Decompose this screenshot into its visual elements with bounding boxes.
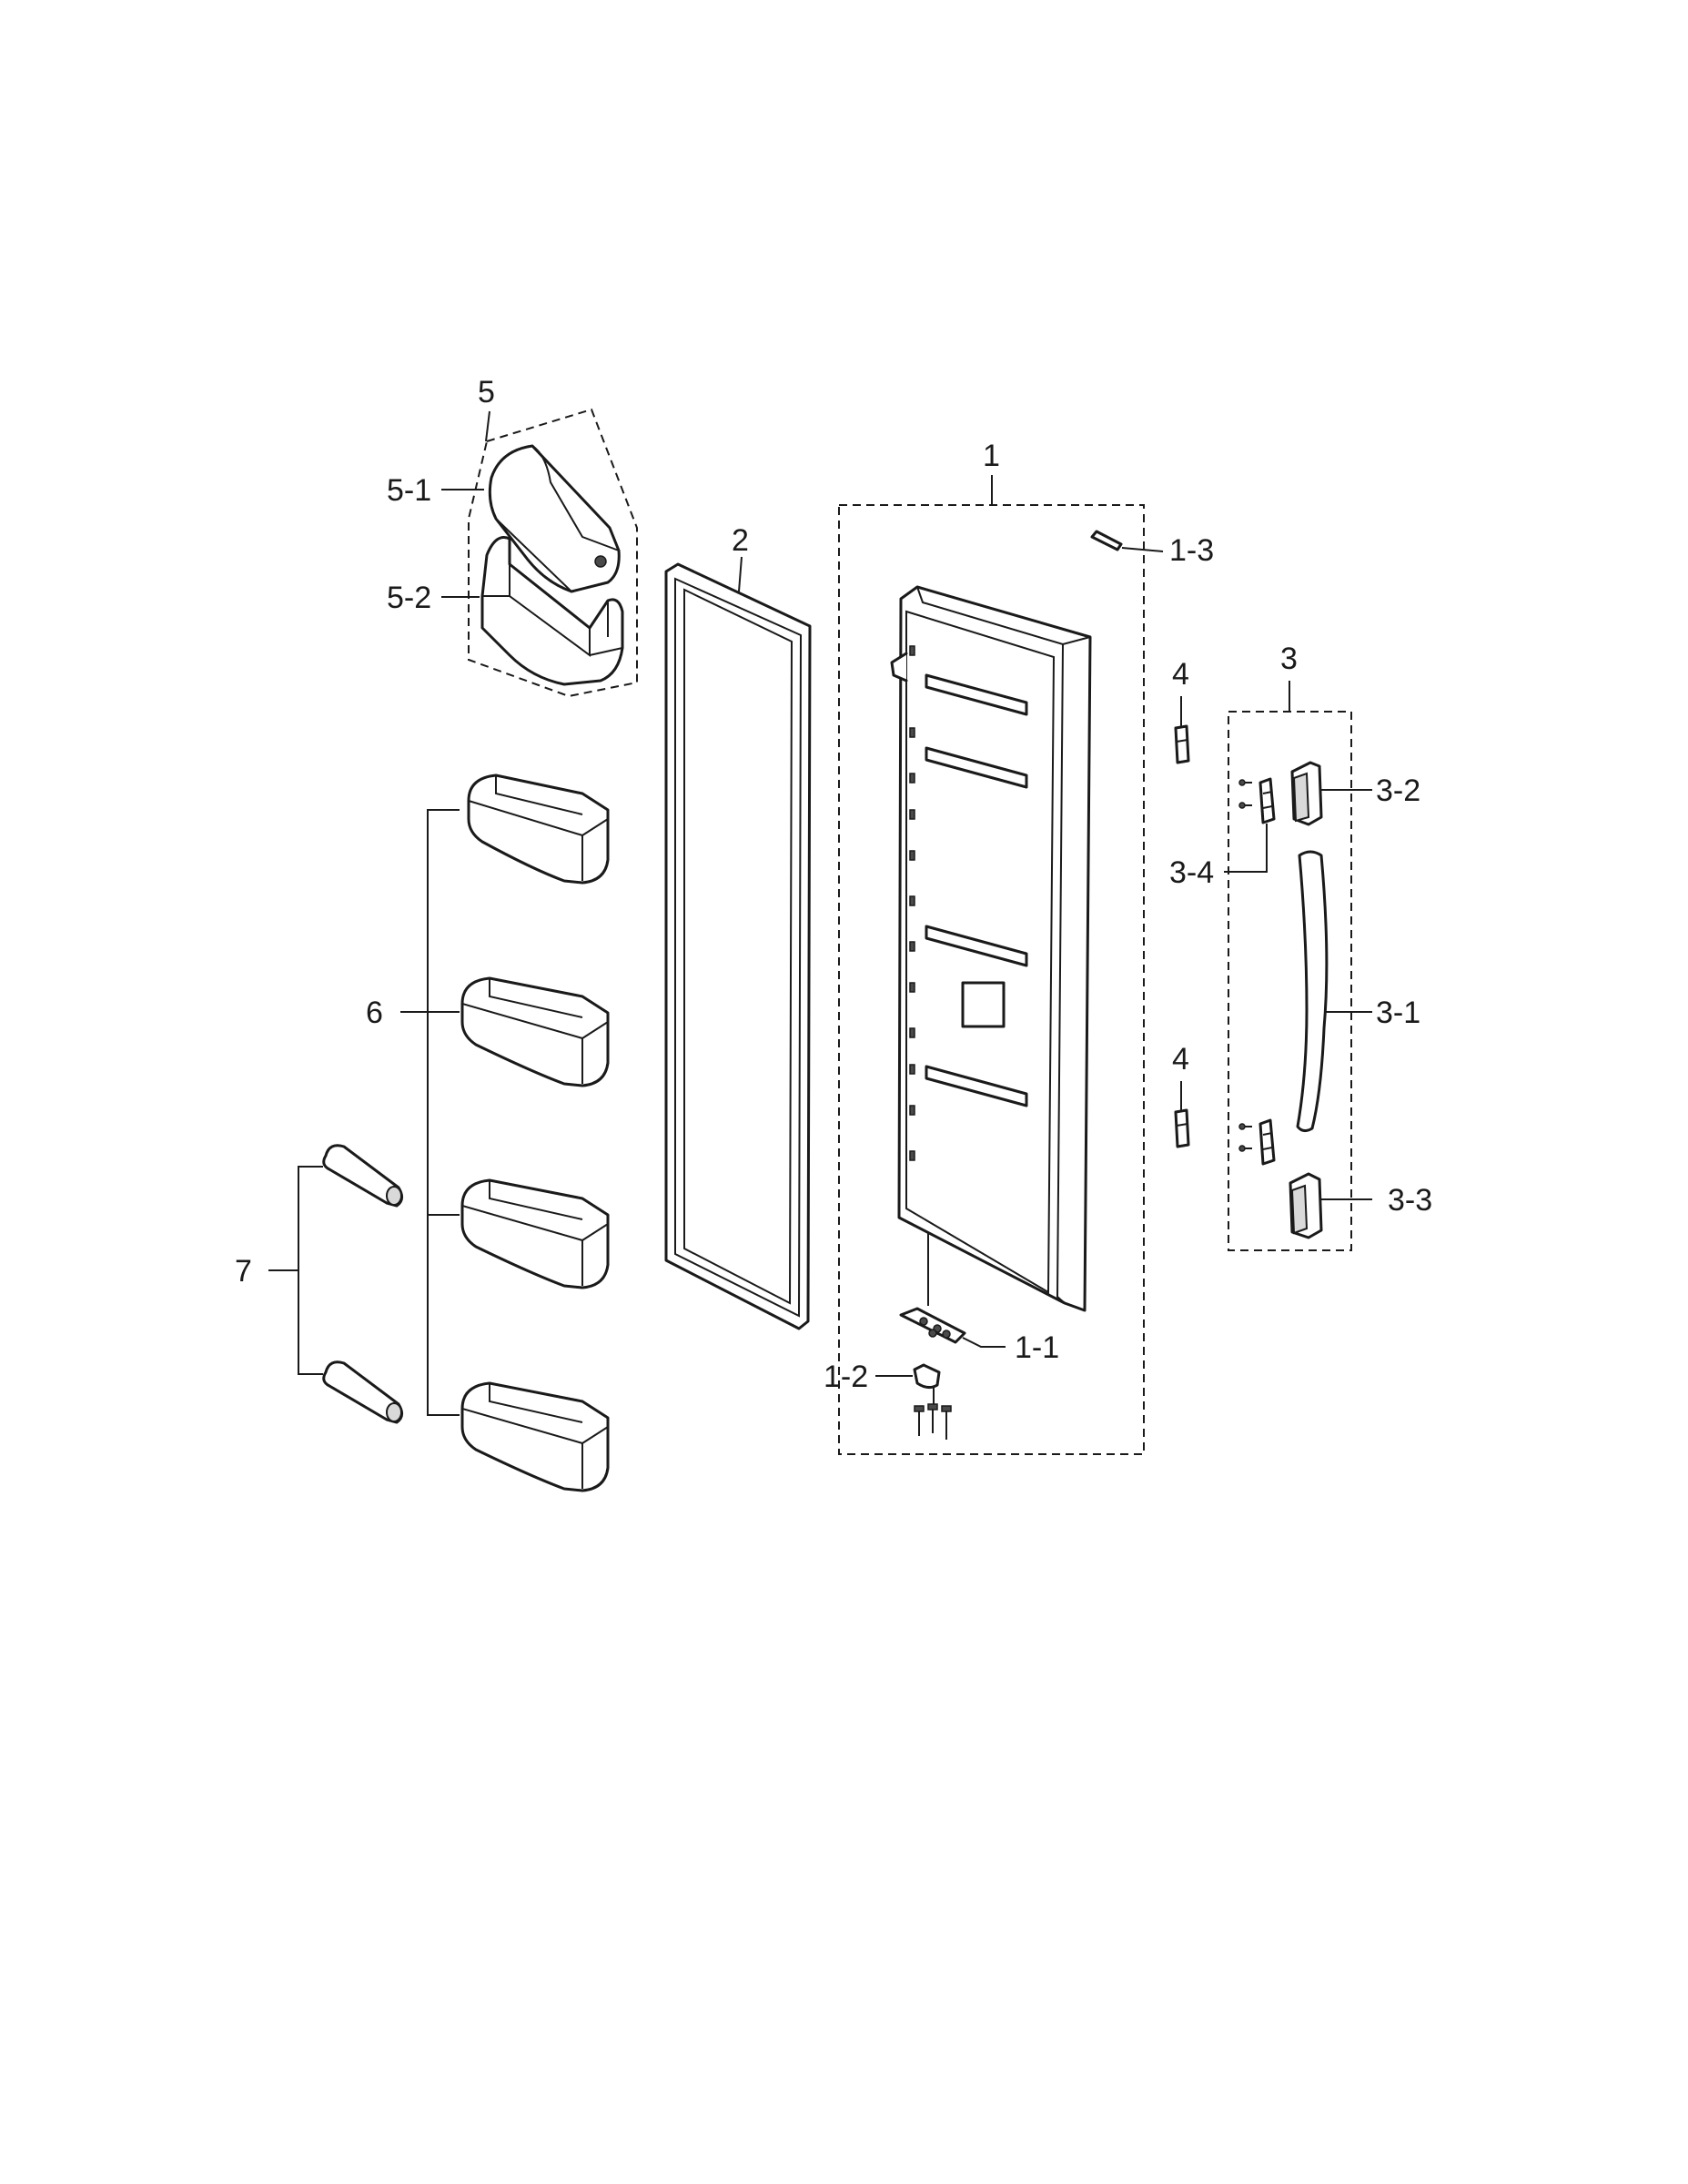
callout-3-2: 3-2 bbox=[1376, 774, 1420, 808]
callout-3-1: 3-1 bbox=[1376, 996, 1420, 1030]
callout-5-2: 5-2 bbox=[387, 581, 431, 615]
callout-1: 1 bbox=[983, 439, 1000, 473]
handle-bracket-lower bbox=[1238, 1118, 1276, 1166]
handle-bar-3-1 bbox=[1296, 850, 1329, 1133]
door-guard-bin-3 bbox=[460, 1178, 610, 1289]
guard-cover-5-1 bbox=[488, 444, 621, 593]
handle-cap-lower-3-3 bbox=[1289, 1172, 1323, 1239]
callout-5: 5 bbox=[478, 375, 495, 410]
handle-bracket-3-4 bbox=[1238, 777, 1276, 824]
hinge-plate-1-1 bbox=[899, 1307, 966, 1344]
bottle-holder-lower bbox=[322, 1360, 403, 1424]
door-assembly-1: 1 bbox=[824, 439, 1214, 1455]
door-guard-bin-2 bbox=[460, 976, 610, 1087]
callout-3: 3 bbox=[1280, 642, 1298, 676]
callout-6: 6 bbox=[366, 996, 383, 1030]
guard-assy-dashed-box bbox=[468, 408, 638, 698]
stopper-upper bbox=[1174, 724, 1190, 764]
callout-2: 2 bbox=[732, 523, 749, 558]
cap-top-1-3 bbox=[1090, 530, 1123, 551]
stoppers-4: 4 4 bbox=[1172, 657, 1190, 1148]
callout-1-3: 1-3 bbox=[1169, 533, 1214, 568]
callout-7: 7 bbox=[235, 1254, 252, 1289]
handle-cap-upper-3-2 bbox=[1290, 761, 1323, 826]
callout-1-1: 1-1 bbox=[1015, 1330, 1059, 1365]
liner-edge-holes bbox=[909, 645, 915, 1161]
gasket-2: 2 bbox=[664, 523, 812, 1330]
door-guards-6: 6 bbox=[366, 774, 610, 1492]
handle-assembly-3: 3 3-2 3-4 3-1 bbox=[1169, 642, 1432, 1251]
handle-assy-dashed-box bbox=[1228, 711, 1352, 1251]
door-guard-bin-4 bbox=[460, 1381, 610, 1492]
callout-3-3: 3-3 bbox=[1388, 1183, 1432, 1218]
guard-assembly-5: 5 5-1 5-2 bbox=[387, 375, 638, 698]
callout-1-2: 1-2 bbox=[824, 1360, 868, 1394]
bottle-holders-7: 7 bbox=[235, 1144, 403, 1424]
bottle-holder-upper bbox=[322, 1144, 403, 1208]
callout-4-lower: 4 bbox=[1172, 1042, 1189, 1077]
hinge-pin-1-2 bbox=[913, 1363, 952, 1440]
stopper-lower bbox=[1174, 1108, 1190, 1148]
callout-5-1: 5-1 bbox=[387, 473, 431, 508]
callout-3-4: 3-4 bbox=[1169, 855, 1214, 890]
door-liner bbox=[890, 585, 1092, 1312]
callout-4-upper: 4 bbox=[1172, 657, 1189, 692]
guard-bin-5-2 bbox=[480, 536, 624, 686]
door-guard-bin-1 bbox=[467, 774, 610, 885]
